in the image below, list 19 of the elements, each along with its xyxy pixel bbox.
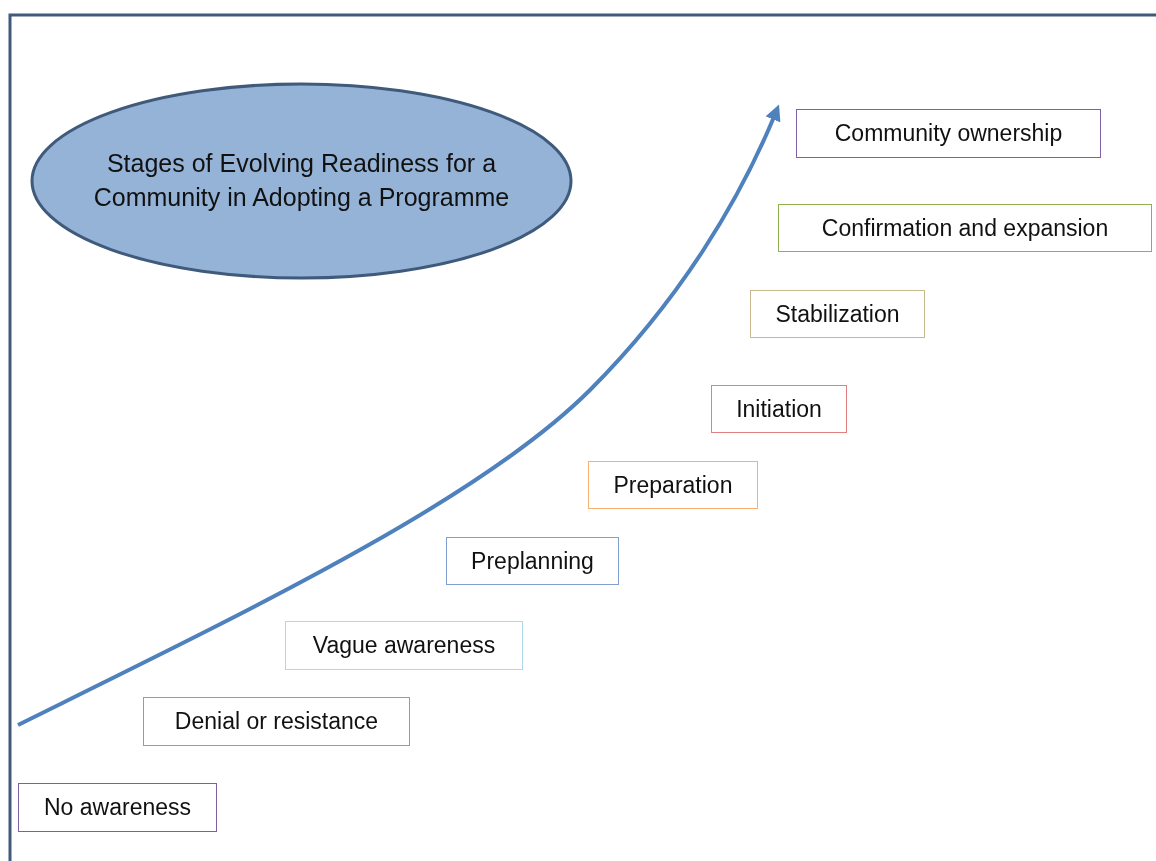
stage-box [588, 461, 758, 509]
stage-label: Vague awareness [312, 632, 496, 659]
stage-label: Confirmation and expansion [821, 214, 1109, 242]
stage-box [750, 290, 925, 338]
stage-box [18, 783, 217, 832]
stage-box [143, 697, 410, 746]
stage-label: Denial or resistance [174, 708, 379, 735]
stage-label: Preparation [613, 471, 733, 499]
stage-label: Community ownership [834, 120, 1063, 147]
stage-box [711, 385, 847, 433]
stage-label: Initiation [736, 395, 822, 423]
stage-label: Stabilization [775, 300, 900, 328]
title-text: Stages of Evolving Readiness for a Community in Adopting a Programme [92, 148, 511, 213]
stage-label: No awareness [44, 794, 191, 821]
stage-box [796, 109, 1101, 158]
stage-box [778, 204, 1152, 252]
stage-box [285, 621, 523, 670]
stage-box [446, 537, 619, 585]
stage-label: Preplanning [471, 547, 594, 575]
